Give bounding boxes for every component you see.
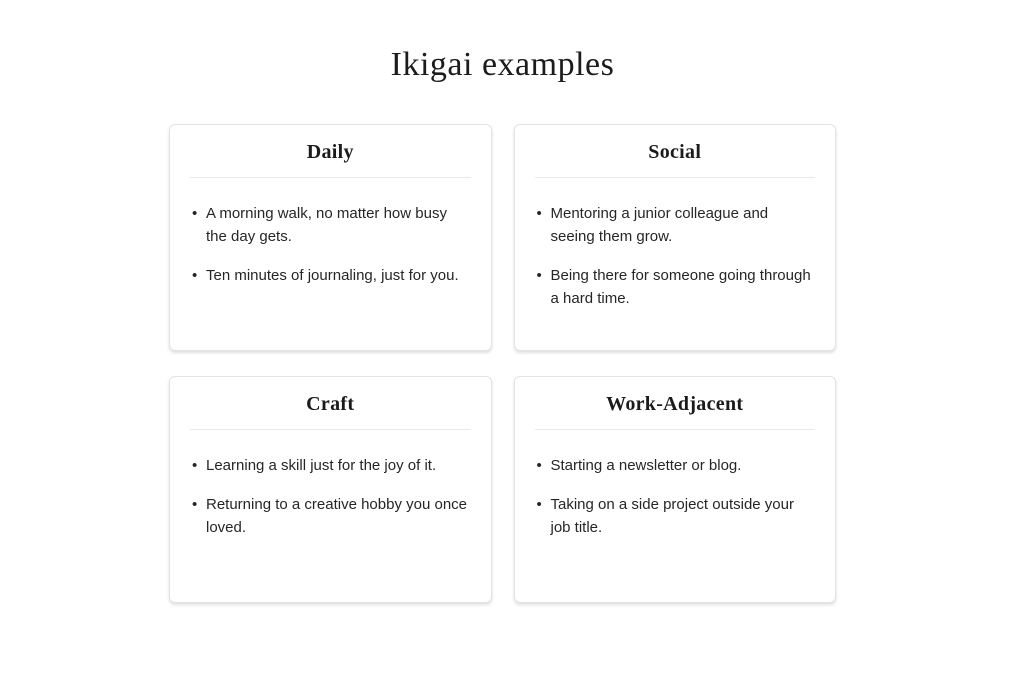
card-social: Social Mentoring a junior colleague and … <box>513 124 836 351</box>
list-item: Learning a skill just for the joy of it. <box>192 454 471 477</box>
card-title: Social <box>648 141 702 163</box>
list-item: Mentoring a junior colleague and seeing … <box>537 202 816 248</box>
page-title: Ikigai examples <box>390 46 615 83</box>
card-work-adjacent: Work-Adjacent Starting a newsletter or b… <box>513 376 836 603</box>
card-list: A morning walk, no matter how busy the d… <box>190 202 471 287</box>
card-title: Daily <box>306 141 354 163</box>
card-divider <box>190 177 471 178</box>
card-list: Starting a newsletter or blog. Taking on… <box>535 454 816 539</box>
card-list: Learning a skill just for the joy of it.… <box>190 454 471 539</box>
card-title: Craft <box>306 393 355 415</box>
card-list: Mentoring a junior colleague and seeing … <box>535 202 816 310</box>
card-title: Work-Adjacent <box>606 393 744 415</box>
card-divider <box>534 177 815 178</box>
list-item: Returning to a creative hobby you once l… <box>192 493 471 539</box>
card-divider <box>190 429 471 430</box>
list-item: A morning walk, no matter how busy the d… <box>192 202 471 248</box>
list-item: Taking on a side project outside your jo… <box>537 493 816 539</box>
card-grid: Daily A morning walk, no matter how busy… <box>169 124 836 603</box>
list-item: Being there for someone going through a … <box>537 264 816 310</box>
list-item: Starting a newsletter or blog. <box>537 454 816 477</box>
list-item: Ten minutes of journaling, just for you. <box>192 264 471 287</box>
card-divider <box>534 429 815 430</box>
card-craft: Craft Learning a skill just for the joy … <box>169 376 492 603</box>
card-daily: Daily A morning walk, no matter how busy… <box>169 124 492 351</box>
